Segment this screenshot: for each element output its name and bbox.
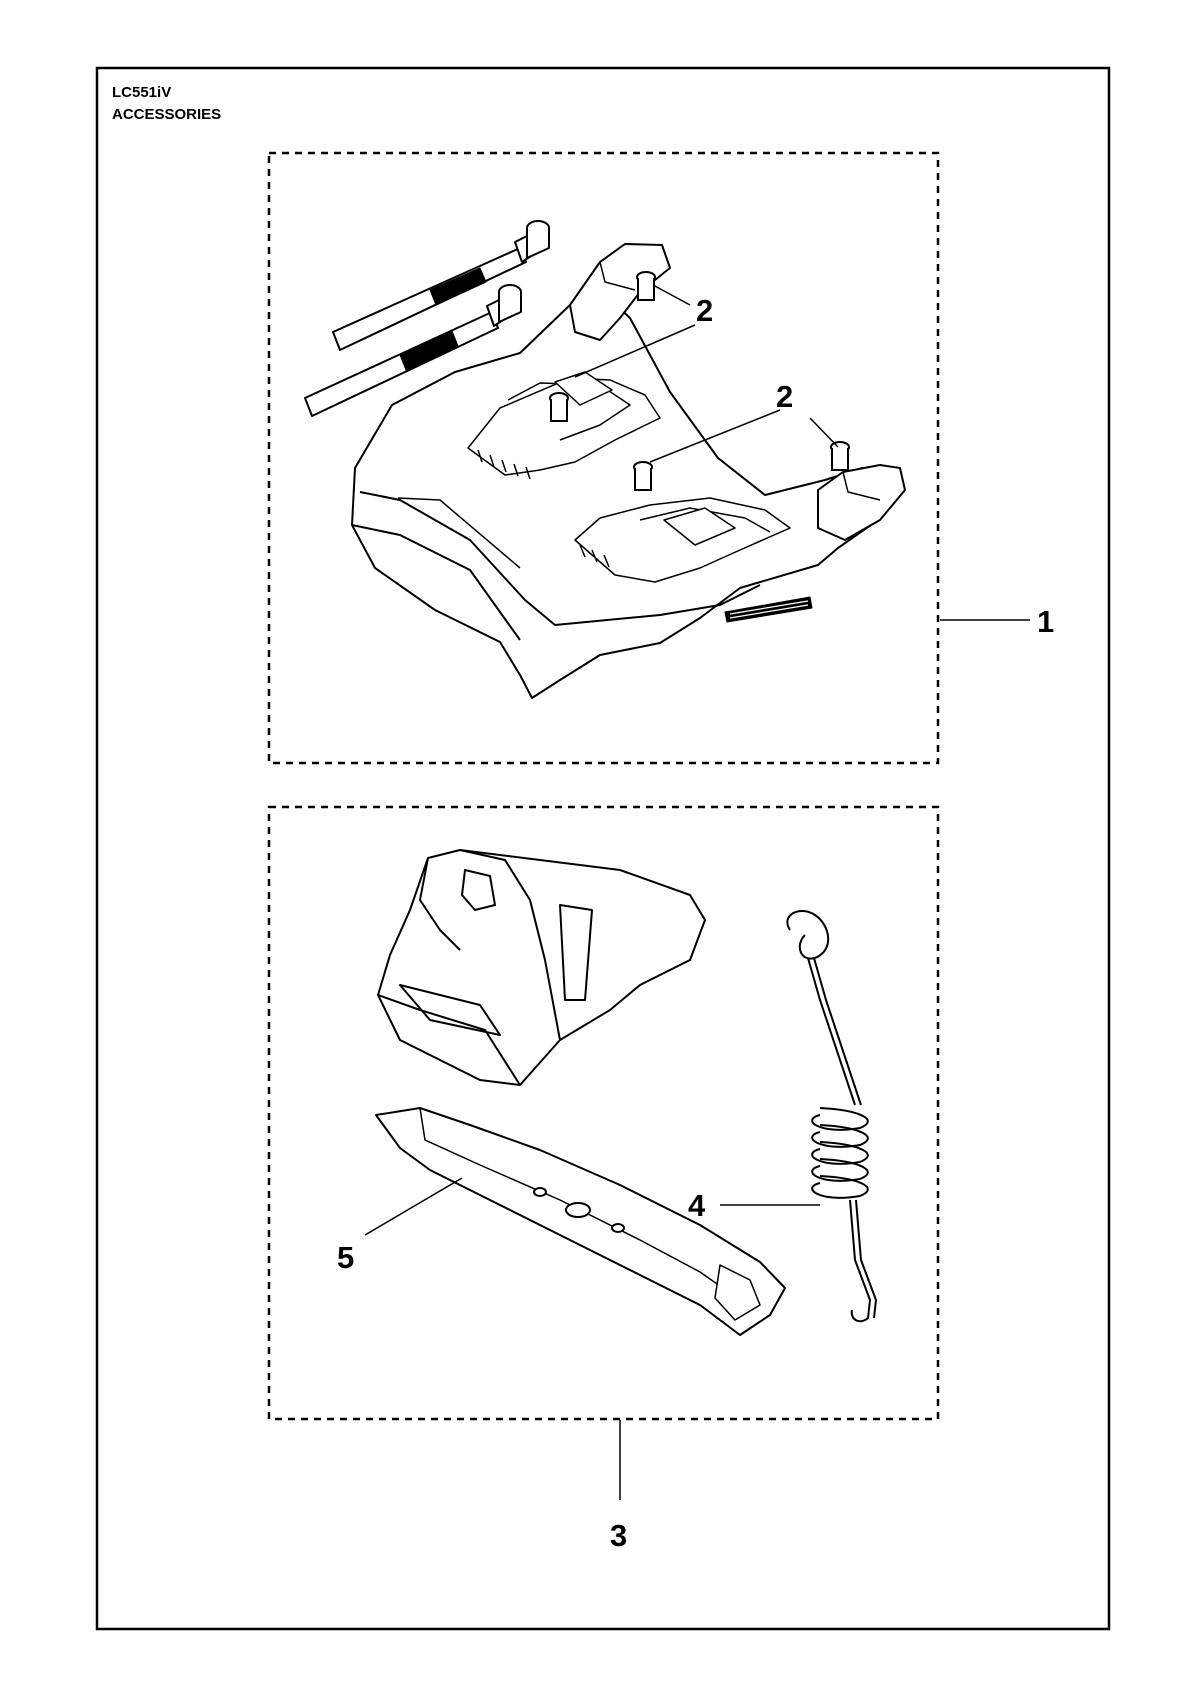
- boundary-pegs: [304, 220, 550, 417]
- callout-2-lower: 2: [776, 379, 793, 414]
- callout-5: 5: [337, 1240, 354, 1275]
- callout-4: 4: [688, 1188, 706, 1223]
- blade-cover: [377, 849, 706, 1086]
- kit-box-service: [267, 805, 940, 1421]
- spring: [786, 910, 878, 1323]
- kit-box-charging-station: [267, 151, 940, 765]
- section-label: ACCESSORIES: [112, 106, 222, 123]
- screws: [549, 271, 850, 491]
- callout-2-upper: 2: [696, 293, 713, 328]
- page-frame: [95, 66, 1111, 1631]
- cutting-blade: [375, 1107, 786, 1336]
- leader-lines: [364, 284, 1030, 1500]
- callout-3: 3: [610, 1518, 627, 1553]
- callout-1: 1: [1037, 604, 1054, 639]
- model-label: LC551iV: [112, 84, 172, 101]
- charging-base-plate: [351, 243, 906, 699]
